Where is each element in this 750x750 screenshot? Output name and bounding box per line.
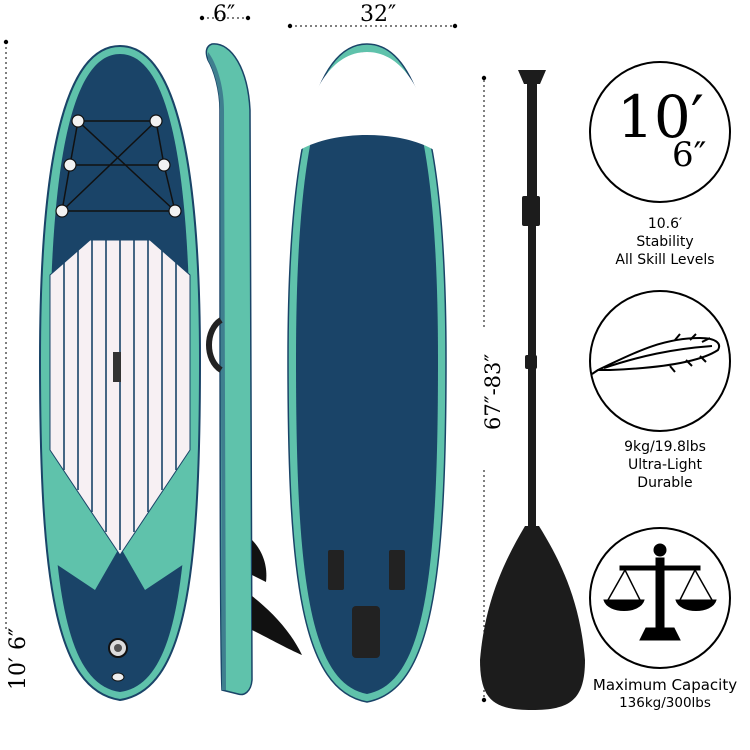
bungee-cords [61,120,176,212]
board-width-label: 32″ [360,2,397,27]
weight-feature: 9kg/19.8lbs Ultra-Light Durable [590,438,740,492]
feature-circles [589,61,731,669]
paddle-length-label: 67″-83″ [481,353,505,430]
deck-grooves [63,240,177,550]
stability-line2: All Skill Levels [615,252,715,268]
length-badge-feet: 10′ [617,83,704,151]
board-bottom-view [287,43,447,703]
nose-white [300,52,434,150]
side-handle [206,317,223,373]
capacity-title: Maximum Capacity [592,676,738,694]
teal-right-panel [122,450,190,590]
small-fin [252,540,267,582]
feather-icon [591,333,720,375]
board-side-view [205,43,302,696]
paddle [480,70,585,710]
stability-line1: Stability [636,234,694,250]
stability-feature: 10.6′ Stability All Skill Levels [590,215,740,269]
stability-value: 10.6′ [647,216,683,232]
teal-left-panel [50,450,118,590]
fin-boxes [328,550,405,658]
scale-circle [589,527,731,669]
capacity-feature: Maximum Capacity 136kg/300lbs [580,676,750,712]
length-badge-inches: 6″ [672,135,707,175]
dimension-dots [3,15,487,703]
board-length-label: 10′ 6″ [6,627,31,690]
center-fin [252,596,302,655]
capacity-value: 136kg/300lbs [619,695,711,711]
carry-handle [113,352,121,382]
balance-scale-icon [603,543,717,641]
length-badge-circle [589,61,731,203]
weight-value: 9kg/19.8lbs [624,439,706,455]
d-rings [55,114,182,218]
feather-circle [589,290,731,432]
side-width-label: 6″ [213,2,236,27]
board-top-view [38,44,202,702]
weight-line2: Durable [637,475,693,491]
leash-plug [111,672,125,682]
weight-line1: Ultra-Light [628,457,702,473]
